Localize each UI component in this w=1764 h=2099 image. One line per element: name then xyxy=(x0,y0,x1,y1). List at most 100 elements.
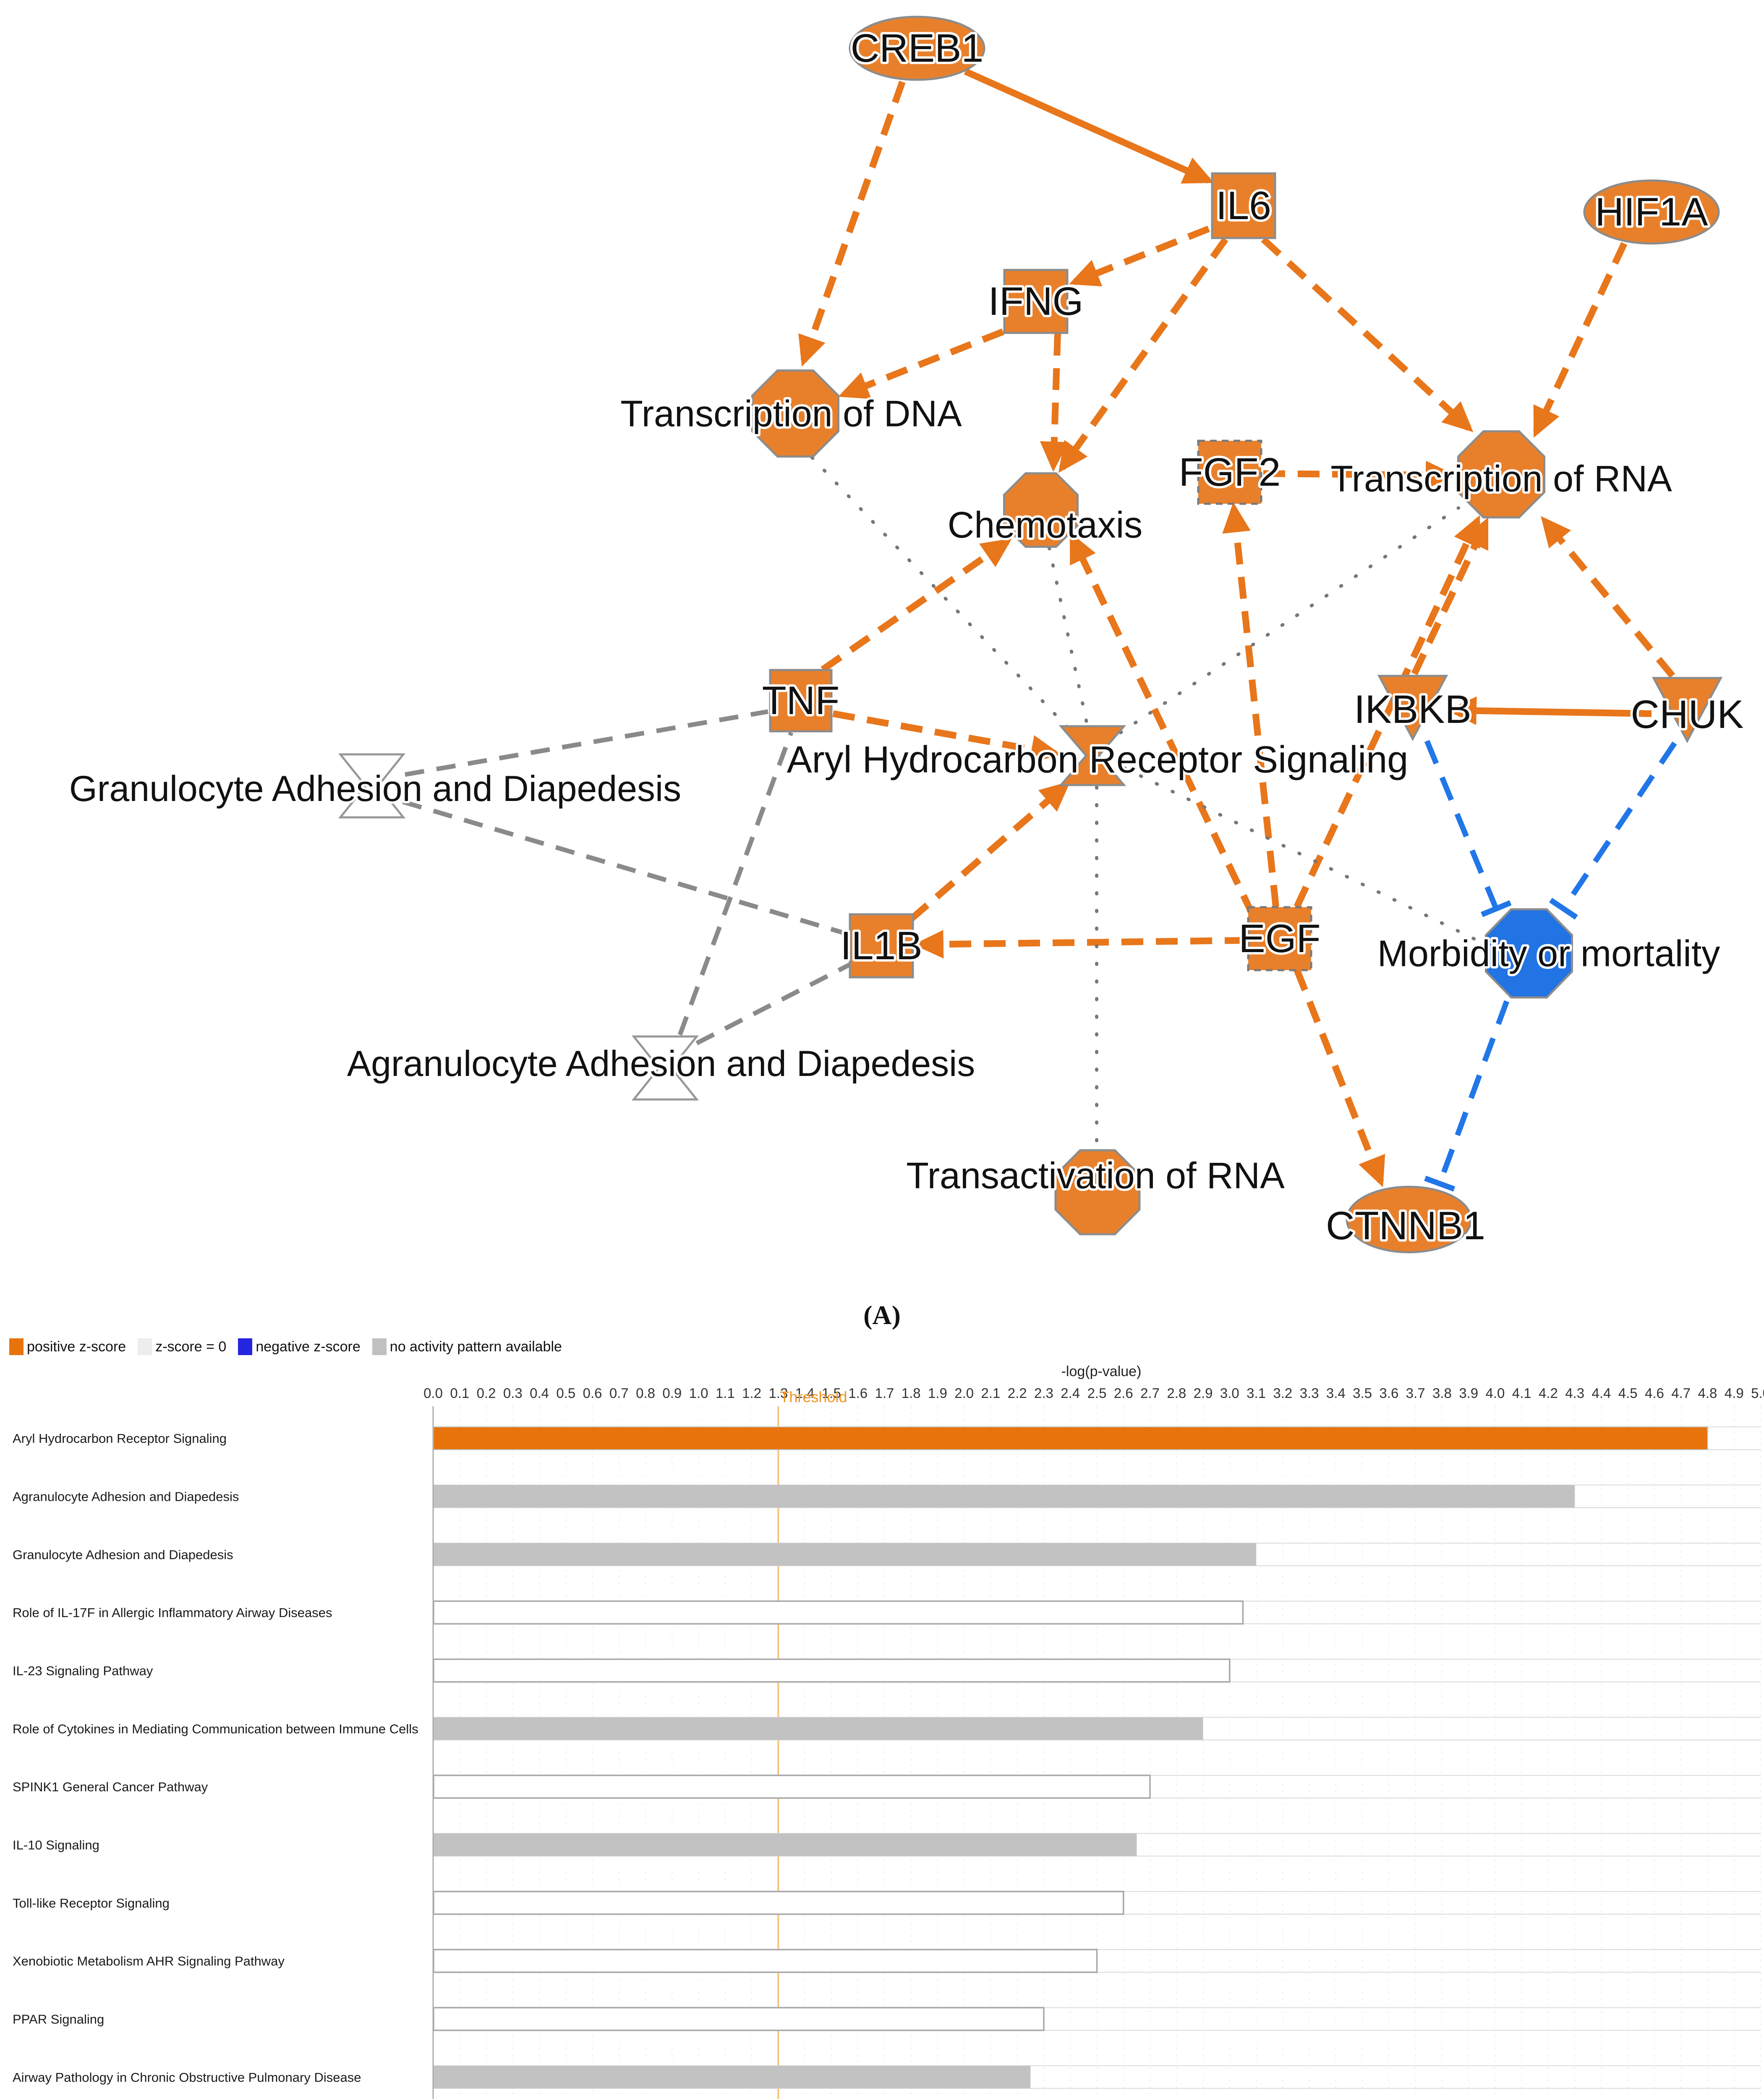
bar-4 xyxy=(433,1658,1231,1683)
network-node-il1b xyxy=(849,913,914,979)
category-label-6: SPINK1 General Cancer Pathway xyxy=(13,1780,208,1794)
network-label-tarna: Transactivation of RNA xyxy=(906,1155,1285,1196)
network-label-morb: Morbidity or mortality xyxy=(1377,933,1720,974)
network-label-egf: EGF xyxy=(1239,916,1320,961)
network-label-tdna: Transcription of DNA xyxy=(620,393,962,434)
network-node-granu xyxy=(338,753,406,819)
axis-tick-label: 0.8 xyxy=(636,1385,655,1401)
axis-tick-label: 0.0 xyxy=(423,1385,443,1401)
network-node-ahr xyxy=(1058,725,1126,786)
axis-tick-label: 2.9 xyxy=(1194,1385,1213,1401)
network-edge-oda xyxy=(1222,502,1279,907)
network-label-ikbkb: IKBKB xyxy=(1354,687,1471,732)
network-edge-gd xyxy=(677,732,794,1036)
axis-tick-label: 1.2 xyxy=(742,1385,761,1401)
network-edge-oda xyxy=(1294,515,1481,908)
axis-tick-label: 3.2 xyxy=(1273,1385,1292,1401)
axis-tick-label: 3.5 xyxy=(1353,1385,1372,1401)
axis-tick-label: 2.4 xyxy=(1061,1385,1080,1401)
network-edge-oda xyxy=(908,781,1071,922)
network-node-il6 xyxy=(1211,172,1276,239)
network-label-agranu: Agranulocyte Adhesion and Diapedesis xyxy=(347,1044,975,1084)
axis-tick-label: 0.4 xyxy=(530,1385,549,1401)
axis-tick-label: 3.6 xyxy=(1379,1385,1398,1401)
network-edge-osa xyxy=(1446,696,1652,725)
network-edge-dot xyxy=(1048,546,1089,726)
legend-label: negative z-score xyxy=(256,1338,361,1355)
axis-tick-label: 1.0 xyxy=(689,1385,708,1401)
axis-tick-label: 3.1 xyxy=(1247,1385,1266,1401)
network-label-ahr: Aryl Hydrocarbon Receptor Signaling xyxy=(787,739,1409,781)
axis-tick-label: 3.9 xyxy=(1459,1385,1478,1401)
bar-0 xyxy=(433,1426,1708,1450)
network-node-hif1a xyxy=(1583,179,1720,245)
network-label-tnf: TNF xyxy=(762,678,840,723)
bar-7 xyxy=(434,1833,1137,1856)
network-edge-oda xyxy=(832,710,1061,764)
axis-tick-label: 2.0 xyxy=(954,1385,974,1401)
axis-tick-label: 4.2 xyxy=(1539,1385,1558,1401)
axis-tick-label: 1.1 xyxy=(716,1385,735,1401)
axis-tick-label: 2.1 xyxy=(981,1385,1001,1401)
network-edge-oda xyxy=(1533,242,1628,438)
network-label-chemo: Chemotaxis xyxy=(948,504,1143,546)
axis-tick-label: 0.7 xyxy=(609,1385,629,1401)
network-edge-oda xyxy=(913,930,1247,959)
network-label-ctnnb1: CTNNB1 xyxy=(1326,1204,1485,1248)
category-label-10: PPAR Signaling xyxy=(13,2012,104,2026)
network-label-hif1a: HIF1A xyxy=(1595,190,1708,234)
axis-tick-label: 4.1 xyxy=(1512,1385,1531,1401)
axis-tick-label: 2.8 xyxy=(1167,1385,1186,1401)
legend-item-3: no activity pattern available xyxy=(372,1338,562,1355)
network-node-trna xyxy=(1457,430,1545,518)
network-node-egf xyxy=(1247,906,1312,971)
bar-1 xyxy=(434,1485,1575,1508)
legend-label: z-score = 0 xyxy=(155,1338,227,1355)
axis-tick-label: 0.1 xyxy=(450,1385,469,1401)
axis-tick-label: 1.3 xyxy=(768,1385,788,1401)
category-label-7: IL-10 Signaling xyxy=(13,1837,99,1852)
axis-tick-label: 4.8 xyxy=(1698,1385,1717,1401)
network-node-morb xyxy=(1485,908,1573,999)
network-label-granu: Granulocyte Adhesion and Diapedesis xyxy=(69,769,681,809)
network-edge-oda xyxy=(821,538,1012,673)
legend-label: no activity pattern available xyxy=(389,1338,562,1355)
network-edge-oda xyxy=(1411,517,1489,675)
legend-item-1: z-score = 0 xyxy=(138,1338,226,1355)
axis-tick-label: 1.9 xyxy=(928,1385,947,1401)
network-node-chuk xyxy=(1652,677,1723,743)
axis-tick-label: 1.4 xyxy=(795,1385,815,1401)
network-label-chuk: CHUK xyxy=(1631,692,1743,737)
bar-10 xyxy=(433,2007,1045,2031)
category-label-1: Agranulocyte Adhesion and Diapedesis xyxy=(13,1489,239,1504)
network-node-agranu xyxy=(631,1035,699,1101)
network-node-chemo xyxy=(1003,472,1079,548)
axis-tick-label: 0.3 xyxy=(503,1385,523,1401)
bar-6 xyxy=(433,1774,1151,1799)
network-label-il6: IL6 xyxy=(1216,183,1271,228)
network-node-ifng xyxy=(1003,269,1069,334)
network-label-creb1: CREB1 xyxy=(851,26,984,71)
network-node-tarna xyxy=(1054,1149,1141,1235)
network-node-creb1 xyxy=(849,16,985,81)
category-label-3: Role of IL-17F in Allergic Inflammatory … xyxy=(13,1605,332,1620)
network-label-trna: Transcription of RNA xyxy=(1330,458,1672,500)
axis-tick-label: 1.5 xyxy=(822,1385,841,1401)
network-edge-oda xyxy=(1069,532,1256,917)
legend-swatch-icon xyxy=(9,1338,24,1355)
network-edge-bdi xyxy=(1549,741,1677,920)
bar-2 xyxy=(434,1543,1257,1566)
legend-item-2: negative z-score xyxy=(238,1338,361,1355)
axis-tick-label: 2.2 xyxy=(1008,1385,1027,1401)
axis-tick-label: 0.2 xyxy=(477,1385,496,1401)
bar-9 xyxy=(433,1949,1098,1973)
axis-tick-label: 4.5 xyxy=(1618,1385,1638,1401)
axis-tick-label: 3.7 xyxy=(1406,1385,1425,1401)
network-edge-osa xyxy=(964,68,1214,184)
legend-swatch-icon xyxy=(138,1338,152,1355)
network-edge-oda xyxy=(1261,237,1474,432)
network-label-ifng: IFNG xyxy=(988,279,1084,324)
